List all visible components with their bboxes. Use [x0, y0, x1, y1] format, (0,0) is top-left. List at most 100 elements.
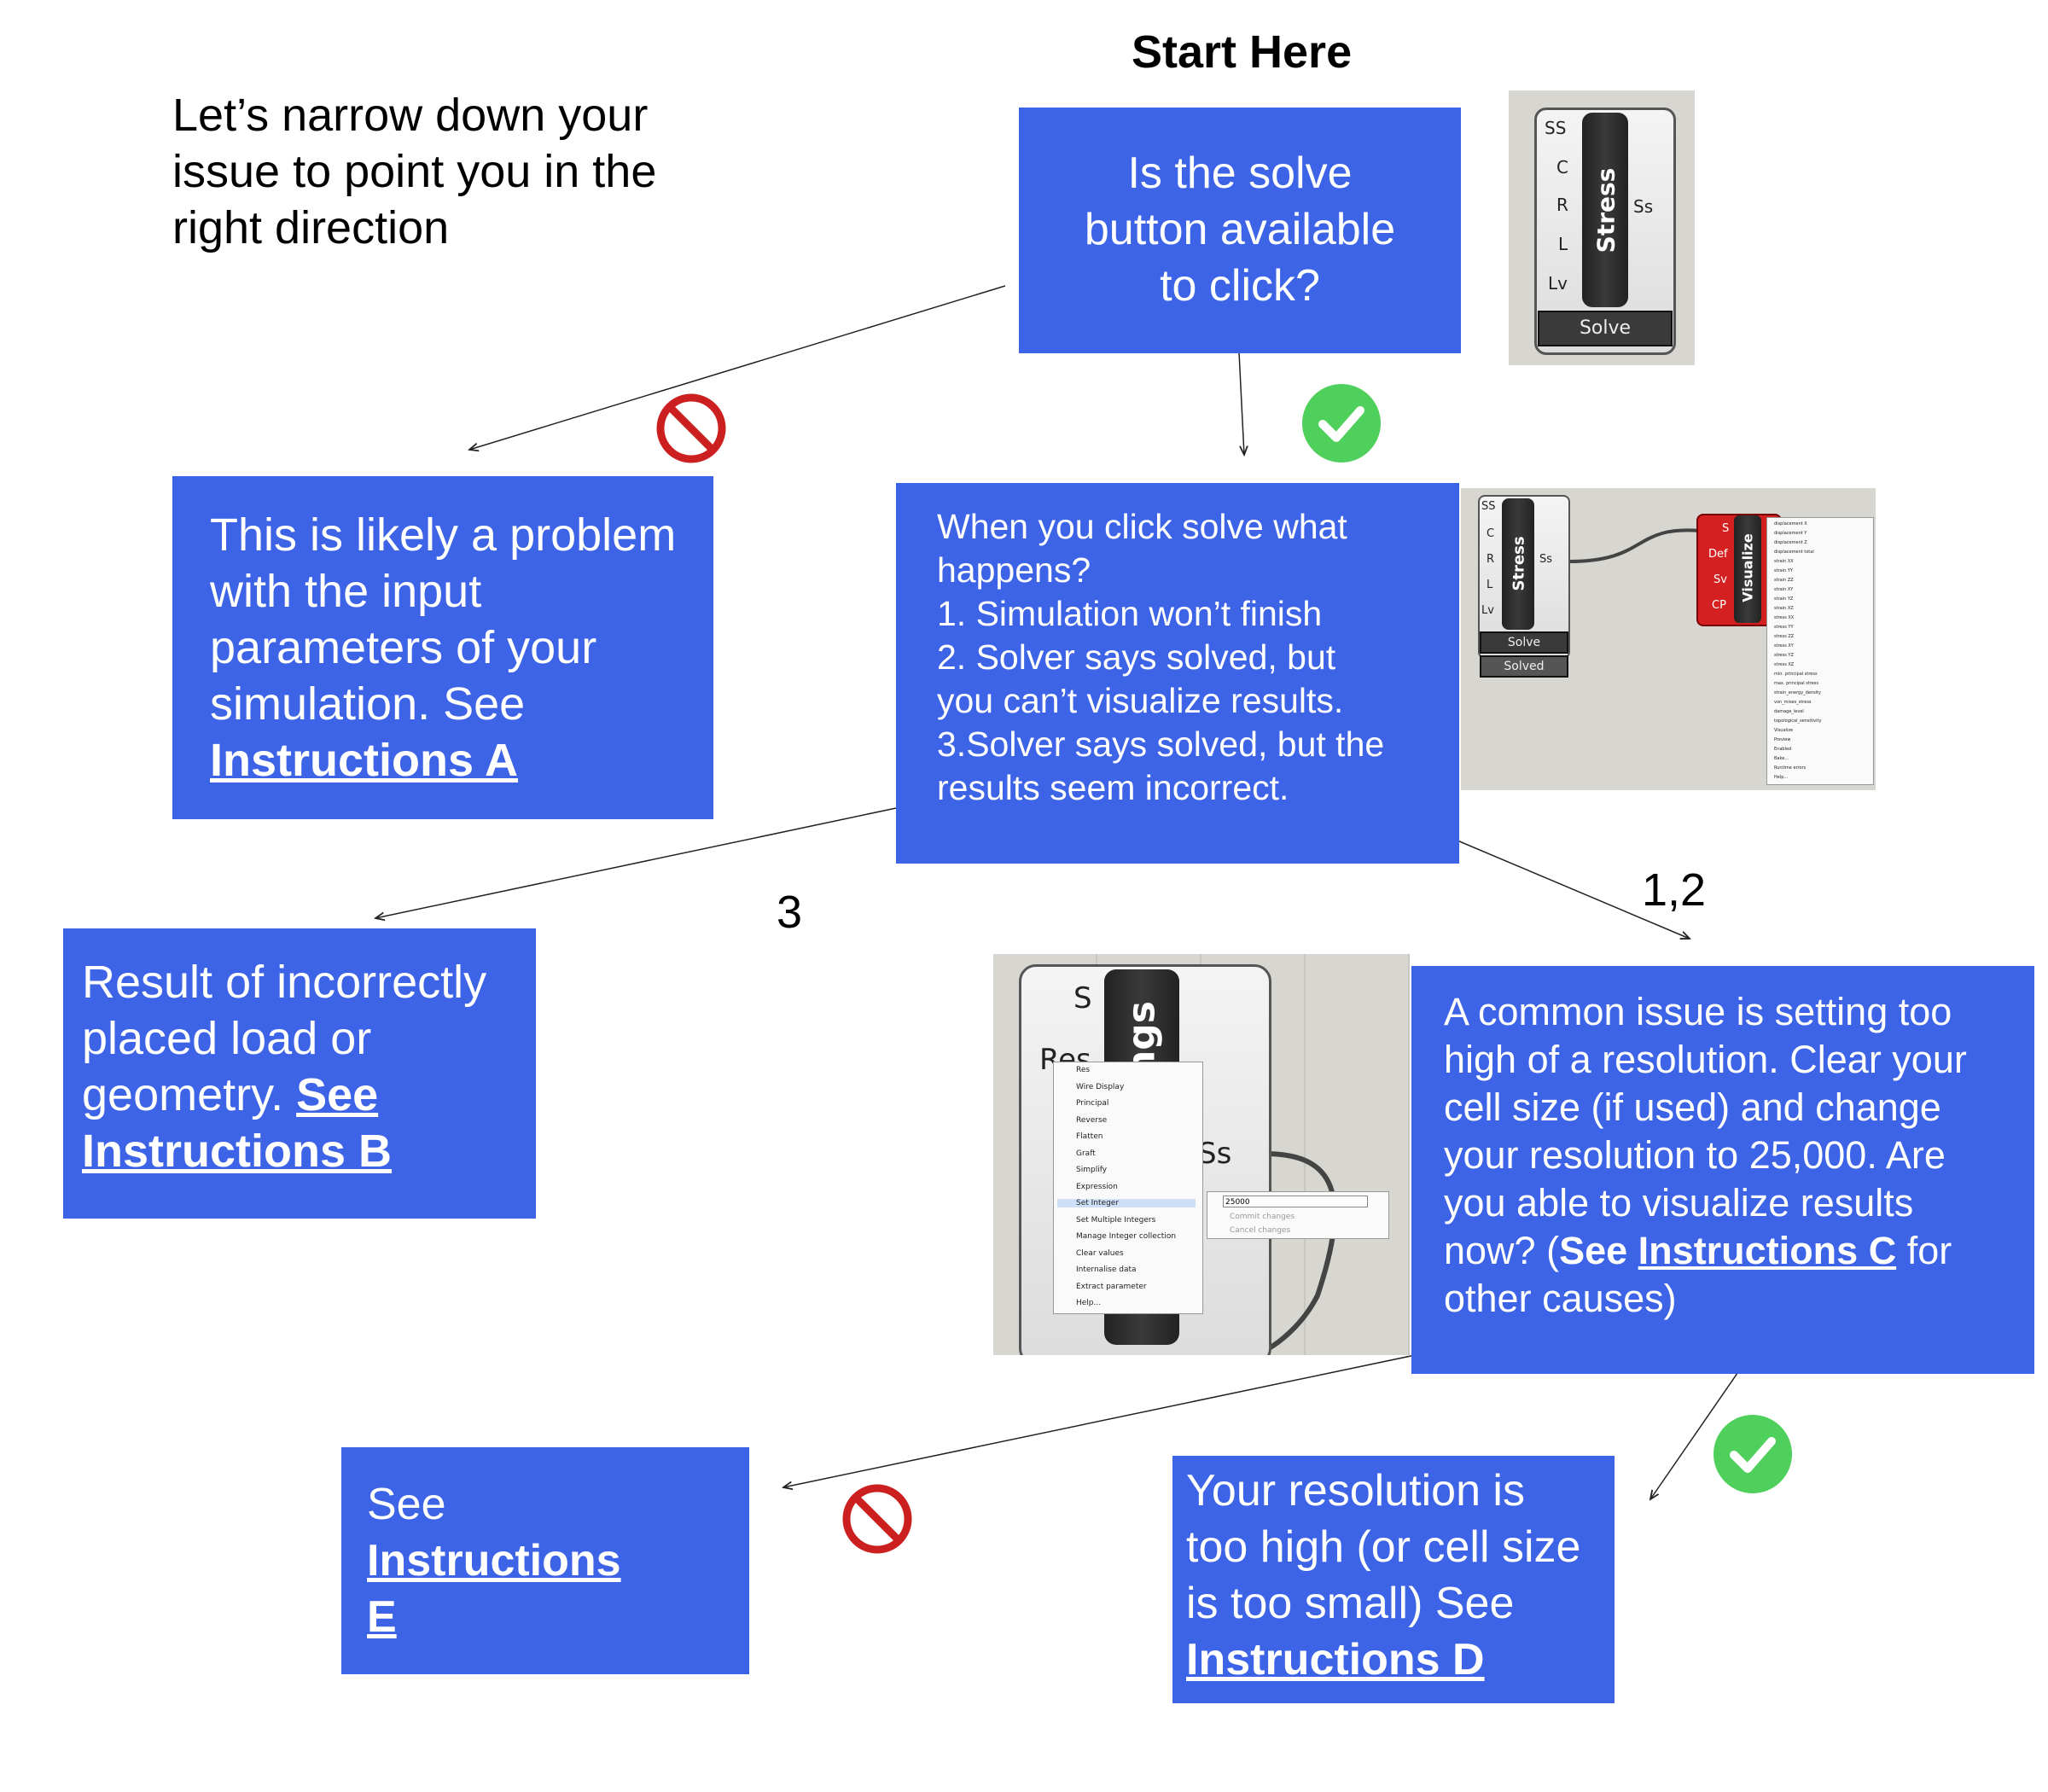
- menu-item[interactable]: stress XY: [1774, 643, 1794, 649]
- menu-item[interactable]: strain_energy_density: [1774, 690, 1821, 695]
- menu-item[interactable]: Simplify: [1076, 1166, 1108, 1174]
- resolution-question-box: A common issue is setting too high of a …: [1411, 966, 2034, 1374]
- menu-item[interactable]: Bake...: [1774, 756, 1789, 761]
- menu-item[interactable]: strain XY: [1774, 587, 1794, 592]
- stress-component-screenshot: Stress SS C R L Lv Ss Solve: [1509, 90, 1695, 365]
- menu-item[interactable]: max. principal stress: [1774, 681, 1819, 686]
- visualize-screenshot: Stress SS C R L Lv Ss Solve Solved Visua…: [1461, 488, 1876, 790]
- menu-item[interactable]: displacement total: [1774, 550, 1814, 555]
- q2-line: When you click solve what: [937, 507, 1347, 546]
- menu-item[interactable]: Wire Display: [1076, 1082, 1125, 1091]
- instructions-a-link[interactable]: Instructions A: [210, 735, 519, 786]
- q2-line: 2. Solver says solved, but: [937, 637, 1336, 677]
- intro-line: right direction: [172, 202, 450, 253]
- menu-item[interactable]: Graft: [1076, 1149, 1096, 1158]
- set-integer-submenu: 25000 Commit changes Cancel changes: [1207, 1191, 1389, 1239]
- menu-item[interactable]: Clear values: [1076, 1248, 1124, 1258]
- menu-item[interactable]: stress XX: [1774, 615, 1795, 620]
- connector-c-no: [783, 1346, 1457, 1487]
- menu-item[interactable]: Preview: [1774, 737, 1791, 742]
- wire: [1248, 1151, 1337, 1355]
- branch-label-3: 3: [777, 887, 803, 938]
- instructions-a-box: This is likely a problem with the input …: [172, 476, 713, 819]
- menu-item[interactable]: displacement X: [1774, 521, 1807, 527]
- intro-text: Let’s narrow down your issue to point yo…: [172, 87, 656, 256]
- output-port: Ss: [1633, 196, 1654, 217]
- see-link[interactable]: See: [296, 1069, 379, 1120]
- box-b-line: Result of incorrectly: [82, 957, 487, 1008]
- cancel-changes-item[interactable]: Cancel changes: [1230, 1226, 1291, 1235]
- menu-item[interactable]: Principal: [1076, 1099, 1109, 1108]
- visualize-core: [1734, 515, 1761, 623]
- wire: [1568, 528, 1701, 563]
- menu-item[interactable]: Internalise data: [1076, 1265, 1137, 1274]
- integer-value-field[interactable]: 25000: [1223, 1196, 1368, 1207]
- menu-item[interactable]: displacement Z: [1774, 540, 1807, 545]
- menu-item[interactable]: strain ZZ: [1774, 578, 1794, 583]
- q1-line: Is the solve: [1127, 148, 1353, 198]
- component-core: [1582, 113, 1628, 307]
- q2-line: you can’t visualize results.: [937, 681, 1344, 720]
- question-solve-result: When you click solve what happens? 1. Si…: [896, 483, 1459, 864]
- instructions-d-link[interactable]: Instructions D: [1186, 1635, 1485, 1684]
- box-c-line: high of a resolution. Clear your: [1444, 1038, 1967, 1081]
- menu-item[interactable]: stress YY: [1774, 625, 1794, 630]
- check-circle-icon: [1713, 1415, 1792, 1493]
- solve-button[interactable]: Solve: [1480, 631, 1568, 654]
- menu-item[interactable]: Manage Integer collection: [1076, 1232, 1177, 1241]
- menu-item[interactable]: Set Multiple Integers: [1076, 1215, 1156, 1225]
- connector-q1-yes: [1238, 352, 1244, 455]
- instructions-c-link[interactable]: Instructions C: [1638, 1229, 1897, 1272]
- menu-item[interactable]: Help...: [1076, 1299, 1102, 1307]
- menu-item[interactable]: Help...: [1774, 775, 1789, 780]
- visualize-context-menu: displacement X displacement Y displacement…: [1766, 517, 1874, 785]
- box-a-line: This is likely a problem: [210, 509, 677, 561]
- menu-item[interactable]: Visualize: [1774, 728, 1794, 733]
- instructions-b-link[interactable]: Instructions B: [82, 1126, 393, 1177]
- instructions-e-link[interactable]: Instructions: [367, 1536, 621, 1585]
- menu-item[interactable]: strain XX: [1774, 559, 1794, 564]
- input-port: C: [1487, 527, 1495, 540]
- menu-item[interactable]: Flatten: [1076, 1132, 1103, 1141]
- menu-item[interactable]: strain YY: [1774, 568, 1793, 573]
- menu-item[interactable]: Expression: [1076, 1182, 1118, 1191]
- menu-item[interactable]: Runtime errors: [1774, 765, 1807, 771]
- menu-item[interactable]: strain YZ: [1774, 596, 1794, 602]
- box-d-line: is too small) See: [1186, 1579, 1515, 1628]
- menu-item[interactable]: Res: [1076, 1066, 1091, 1074]
- box-a-line: with the input: [210, 566, 482, 617]
- menu-item[interactable]: stress ZZ: [1774, 634, 1795, 639]
- q2-line: happens?: [937, 550, 1091, 590]
- box-c-line: you able to visualize results: [1444, 1181, 1914, 1225]
- menu-item[interactable]: von_mises_stress: [1774, 700, 1812, 705]
- instructions-e-link-part2[interactable]: E: [367, 1592, 397, 1642]
- branch-label-1-2: 1,2: [1642, 864, 1707, 916]
- menu-item[interactable]: Set Integer: [1057, 1199, 1196, 1207]
- menu-item[interactable]: displacement Y: [1774, 531, 1807, 536]
- input-port: S: [1073, 981, 1092, 1015]
- input-port: R: [1556, 195, 1568, 215]
- output-port: Ss: [1539, 553, 1553, 566]
- commit-changes-item[interactable]: Commit changes: [1230, 1213, 1295, 1221]
- menu-item[interactable]: Reverse: [1076, 1115, 1108, 1125]
- connector-q2-3: [375, 807, 897, 918]
- visualize-label: Visualize: [1739, 533, 1756, 602]
- menu-item[interactable]: stress XZ: [1774, 662, 1795, 667]
- menu-item[interactable]: strain XZ: [1774, 606, 1794, 611]
- menu-item[interactable]: Extract parameter: [1076, 1282, 1147, 1291]
- start-here-title: Start Here: [1132, 26, 1353, 78]
- solve-button[interactable]: Solve: [1538, 311, 1673, 346]
- box-e-see: See: [367, 1480, 446, 1529]
- menu-item[interactable]: min. principal stress: [1774, 672, 1818, 677]
- q2-line: 3.Solver says solved, but the: [937, 724, 1385, 764]
- viz-input-port: Sv: [1713, 573, 1727, 586]
- menu-item[interactable]: damage_level: [1774, 709, 1804, 714]
- box-a-line: simulation. See: [210, 678, 526, 730]
- box-a-line: parameters of your: [210, 622, 597, 673]
- menu-item[interactable]: stress YZ: [1774, 653, 1794, 658]
- menu-item[interactable]: topological_sensitivity: [1774, 719, 1822, 724]
- stress-label: Stress: [1510, 536, 1528, 591]
- intro-line: Let’s narrow down your: [172, 90, 649, 141]
- menu-item[interactable]: Enabled: [1774, 747, 1792, 752]
- input-port: R: [1487, 553, 1495, 566]
